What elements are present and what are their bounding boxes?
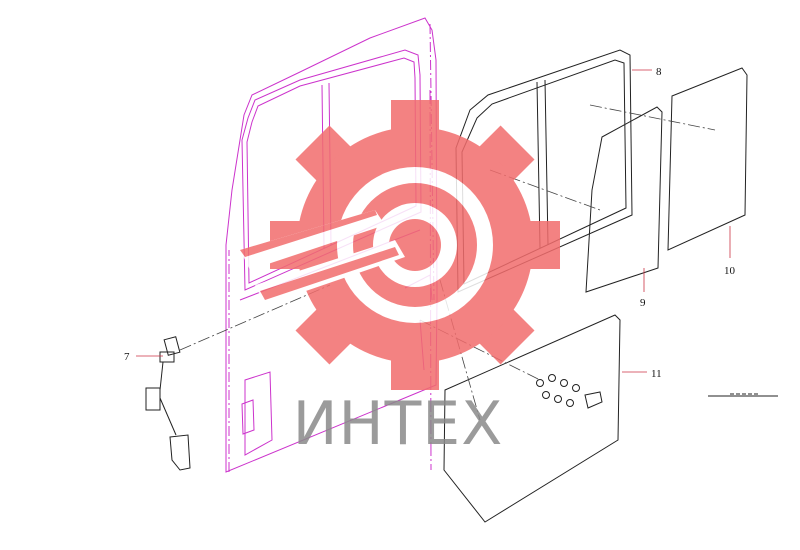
door-lock-part-7 bbox=[145, 336, 191, 471]
scale-mark bbox=[708, 393, 778, 397]
callout-10: 10 bbox=[724, 265, 736, 277]
callout-7: 7 bbox=[124, 351, 130, 363]
watermark-text: ИНТЕХ bbox=[293, 389, 504, 459]
callout-11: 11 bbox=[651, 368, 662, 380]
callout-8: 8 bbox=[656, 66, 662, 78]
callout-9: 9 bbox=[640, 297, 646, 309]
glass-panel-part-10 bbox=[667, 67, 748, 251]
callouts: 7 8 9 10 11 bbox=[124, 66, 736, 380]
lower-panel-part-11 bbox=[443, 314, 621, 523]
watermark-gear bbox=[240, 100, 560, 390]
glass-panel-part-9 bbox=[585, 106, 663, 293]
